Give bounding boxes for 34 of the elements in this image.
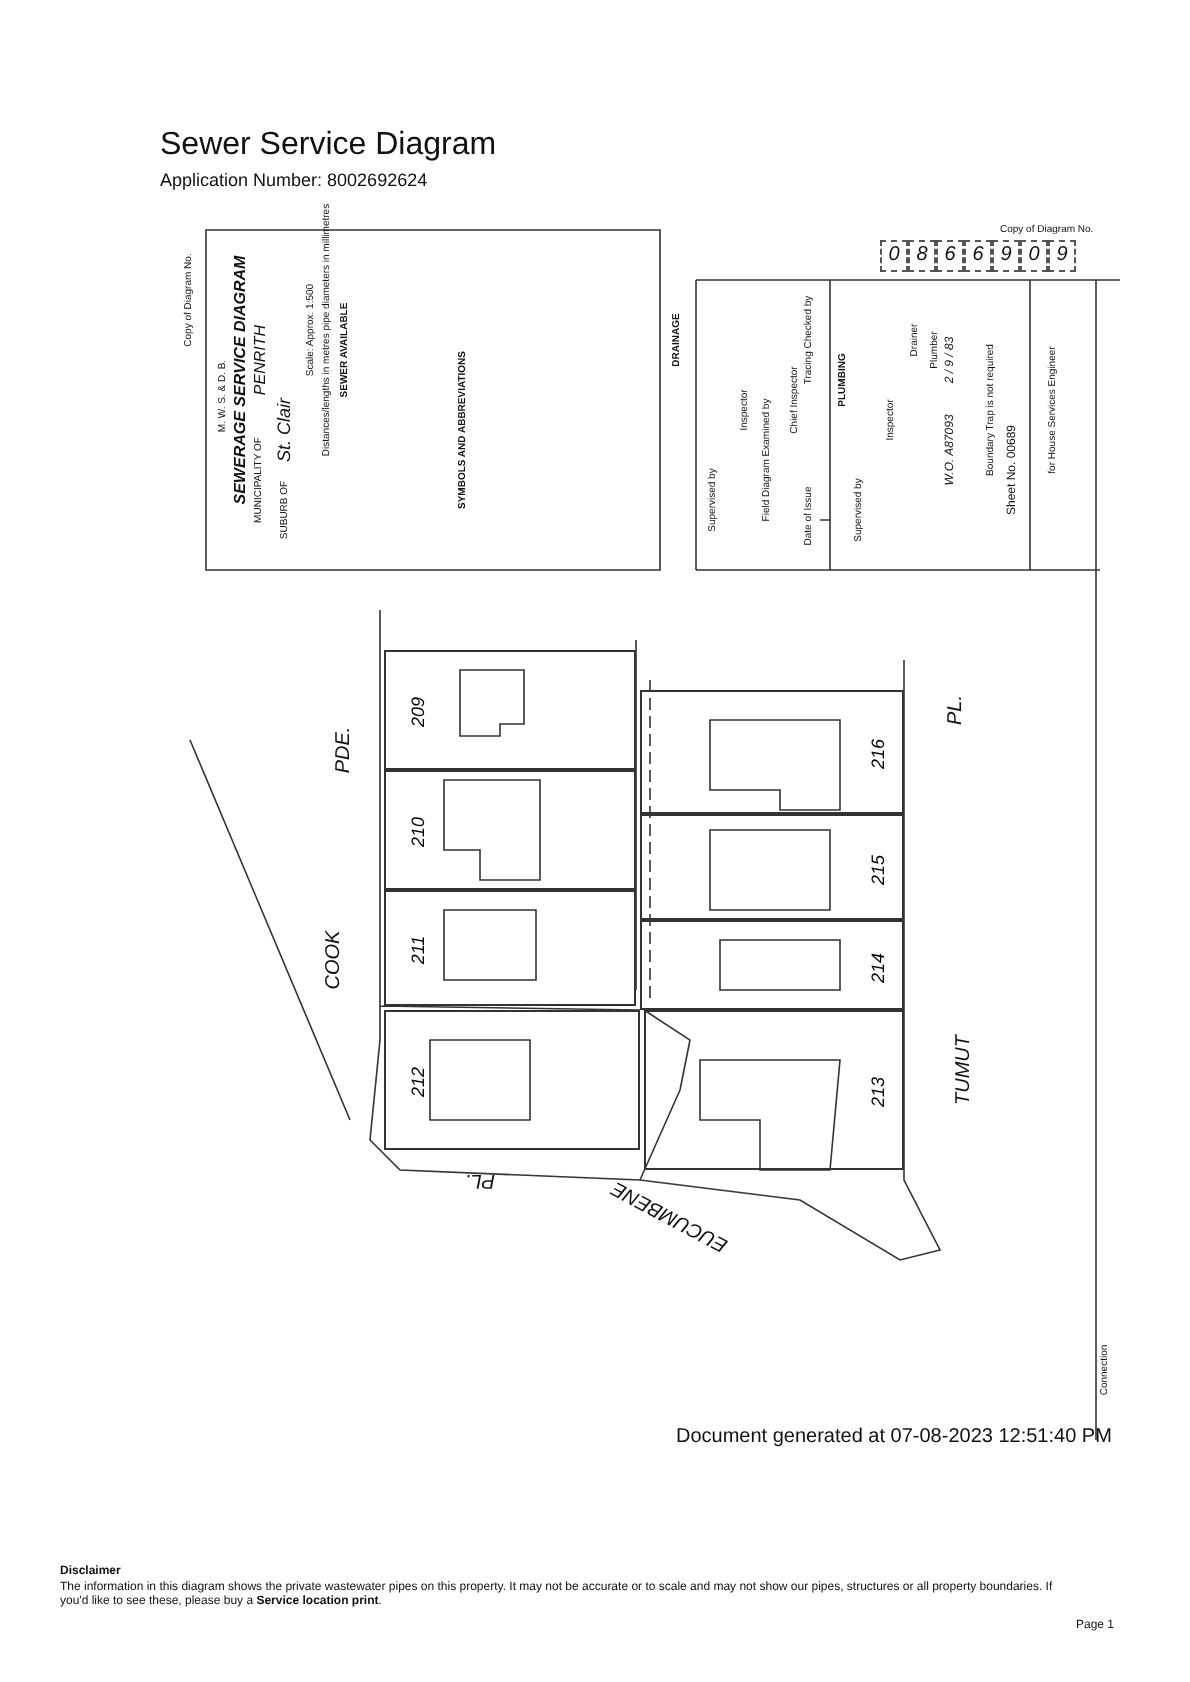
lot-number: 211 (408, 935, 428, 965)
digit-cell: 8 (908, 240, 936, 272)
digit-cell: 0 (1020, 240, 1048, 272)
lot-boundary (384, 770, 636, 890)
digit-cell: 6 (936, 240, 964, 272)
lot-number: 213 (868, 1076, 888, 1108)
lot-number: 212 (408, 1066, 428, 1098)
handwritten-entry: St. Clair (276, 398, 296, 462)
digit-cell: 0 (880, 240, 908, 272)
lot-boundary (384, 890, 636, 1006)
lot-number: 210 (408, 816, 428, 848)
form-heading: SEWERAGE SERVICE DIAGRAM (233, 255, 251, 505)
lot-boundary (384, 650, 636, 770)
street-name: TUMUT (953, 1035, 975, 1105)
generation-timestamp: Document generated at 07-08-2023 12:51:40 PM (676, 1426, 1112, 1448)
lot-boundary (644, 1010, 904, 1170)
handwritten-entry: PENRITH (253, 324, 271, 396)
street-name: PL. (945, 695, 967, 725)
street-name: PL. (465, 1169, 495, 1191)
lot-number: 214 (868, 951, 888, 983)
lot-boundary (640, 814, 904, 920)
lot-boundary (640, 920, 904, 1010)
digit-cell: 6 (964, 240, 992, 272)
page-title: Sewer Service Diagram (160, 128, 497, 164)
lot-number: 209 (408, 696, 428, 728)
lot-boundary (640, 690, 904, 814)
street-name: COOK (323, 930, 345, 990)
digit-cell: 9 (992, 240, 1020, 272)
digit-cell: 9 (1048, 240, 1076, 272)
lot-number: 216 (868, 738, 888, 770)
lot-boundary (384, 1010, 640, 1150)
street-name: PDE. (333, 726, 355, 774)
lot-number: 215 (868, 853, 888, 885)
application-number: Application Number: 8002692624 (160, 172, 428, 192)
